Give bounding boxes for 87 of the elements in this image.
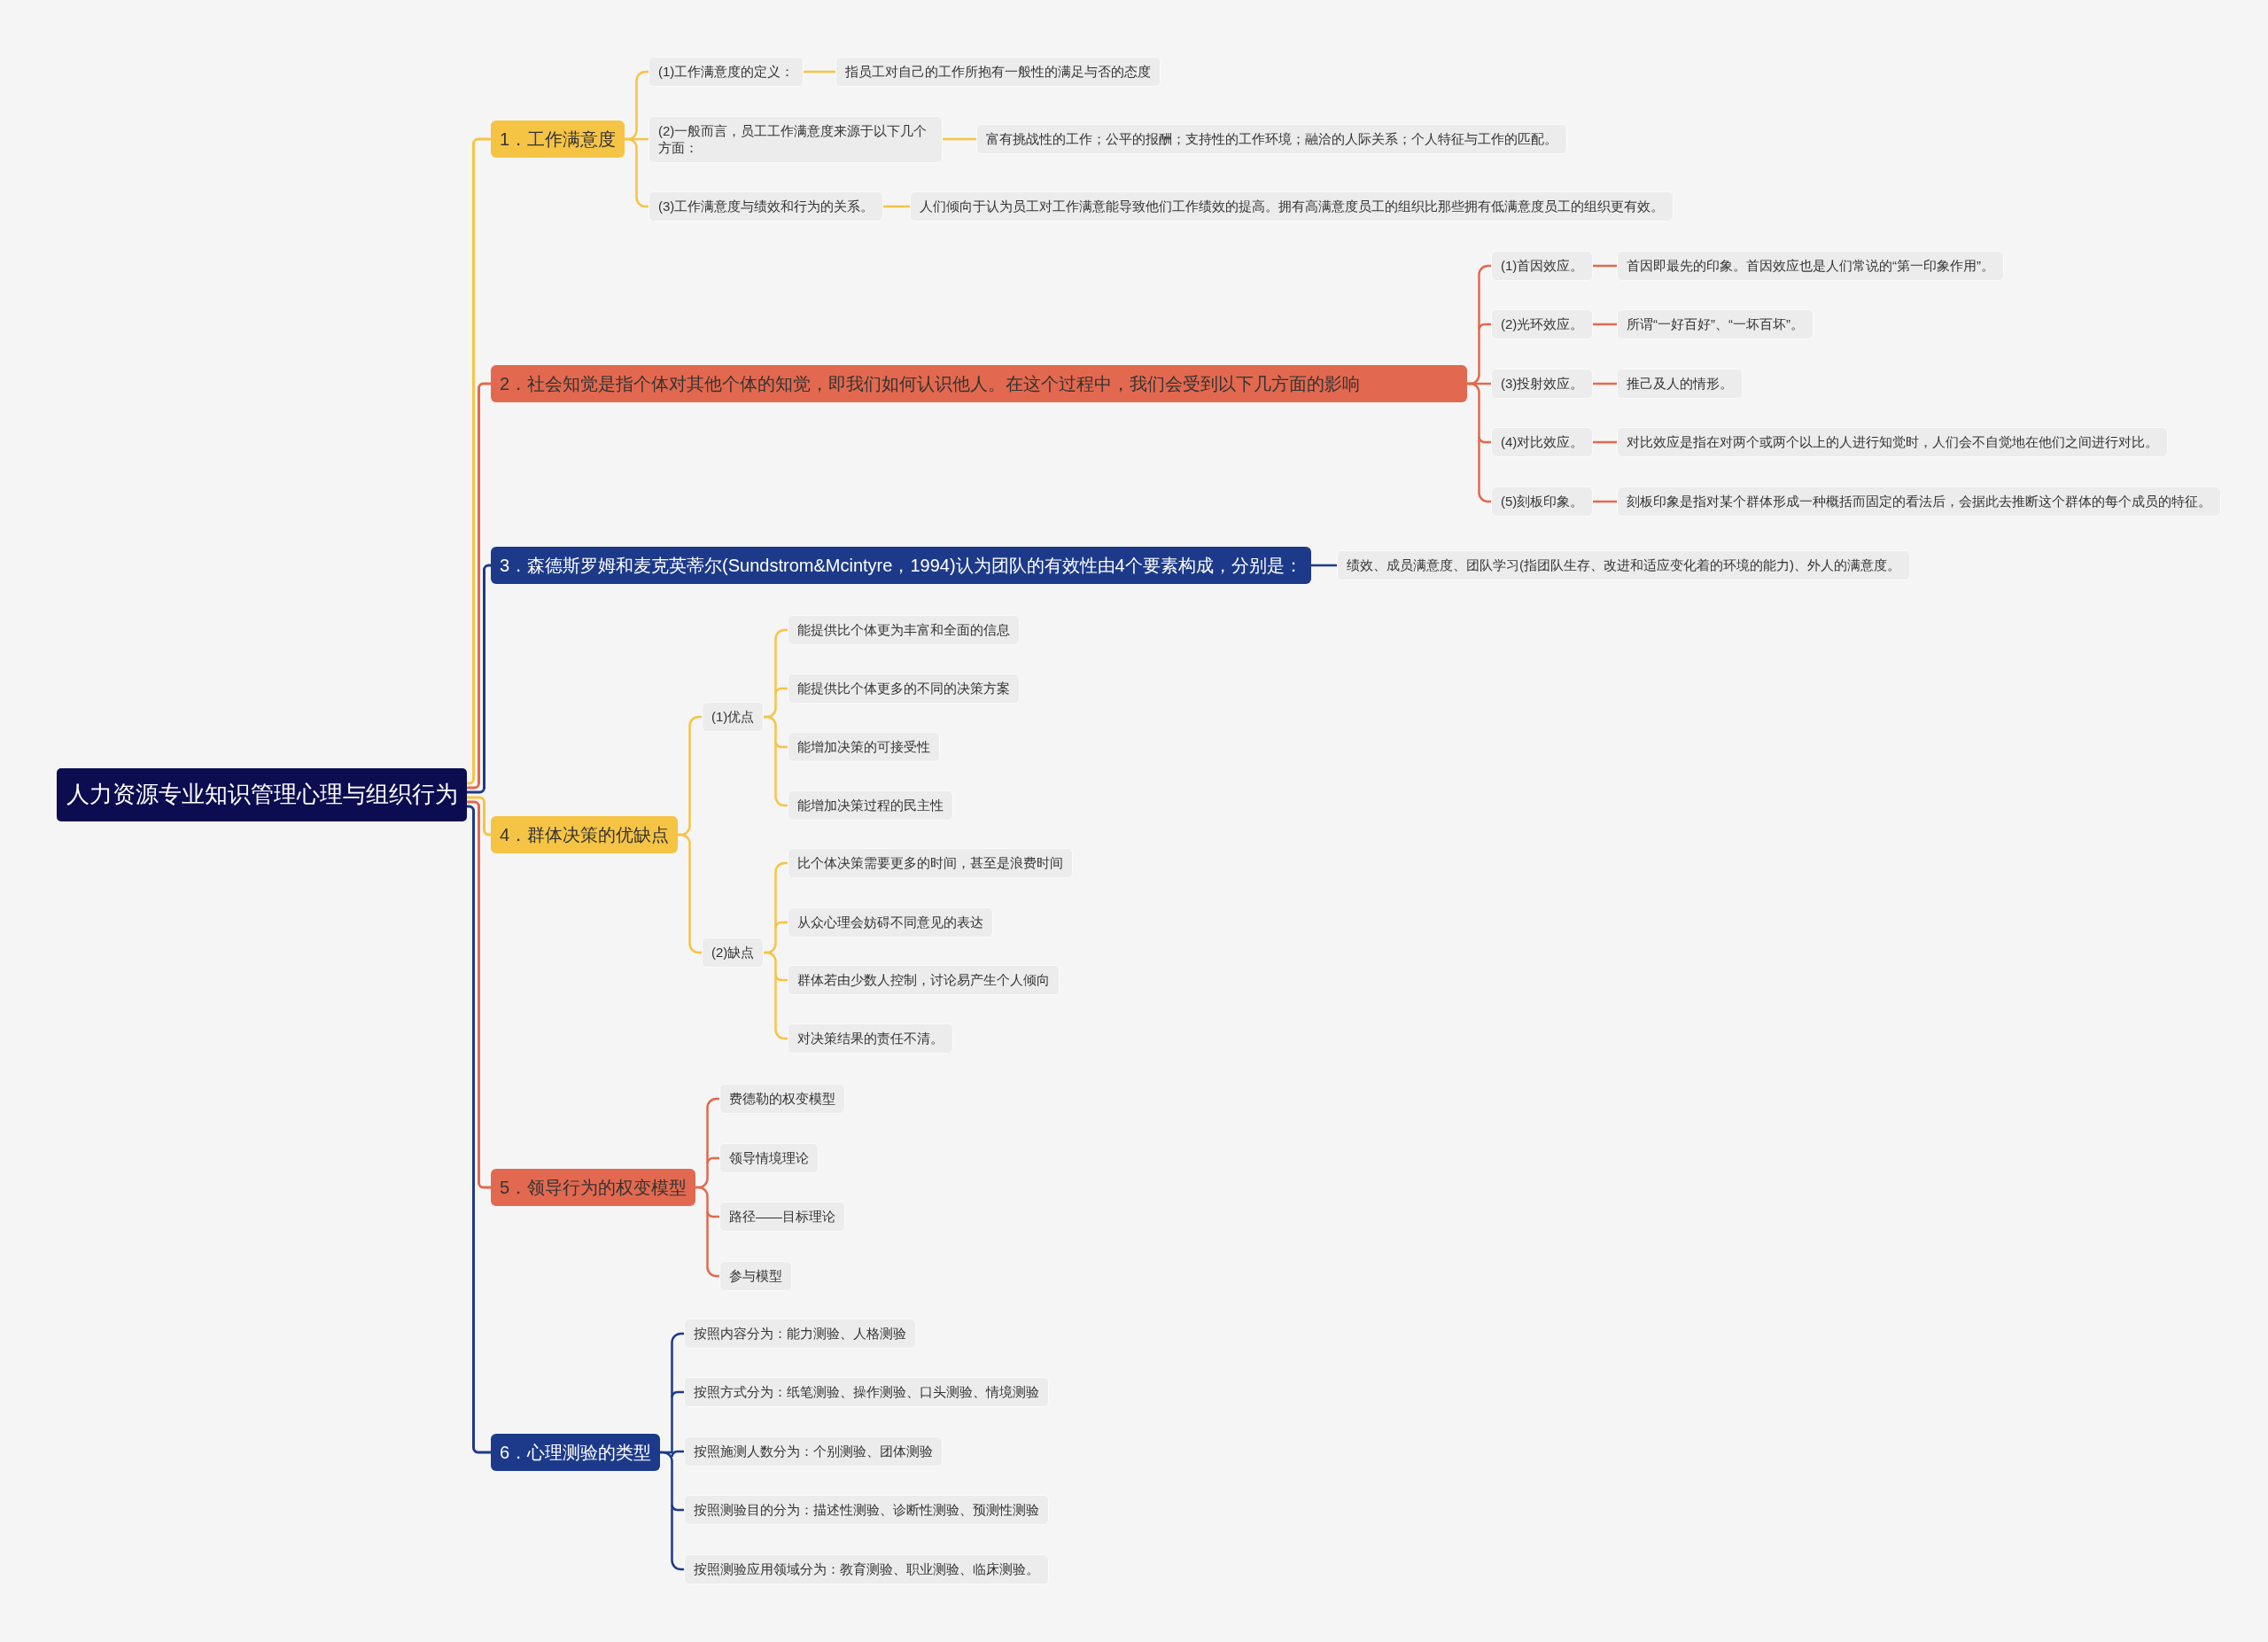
- main-topic: 5．领导行为的权变模型: [491, 1169, 696, 1206]
- branch-line: [943, 137, 976, 141]
- branch-line: [883, 205, 910, 208]
- subtopic: 对比效应是指在对两个或两个以上的人进行知觉时，人们会不自觉地在他们之间进行对比。: [1617, 427, 2168, 457]
- subtopic: (4)对比效应。: [1491, 427, 1594, 457]
- branch-line: [774, 921, 788, 929]
- branch-line: [1593, 500, 1617, 503]
- main-topic: 2．社会知觉是指个体对其他个体的知觉，即我们如何认识他人。在这个过程中，我们会受到以下几方面的影响: [491, 365, 1467, 402]
- branch-line: [1478, 436, 1491, 444]
- subtopic: (5)刻板印象。: [1491, 486, 1594, 517]
- branch-line: [774, 747, 788, 807]
- branch-line: [1593, 323, 1617, 326]
- branch-line: [804, 70, 835, 74]
- branch-line: [671, 1450, 684, 1458]
- branch-line: [1593, 440, 1617, 444]
- subtopic: 按照测验目的分为：描述性测验、诊断性测验、预测性测验: [684, 1495, 1049, 1525]
- subtopic: 富有挑战性的工作；公平的报酬；支持性的工作环境；融洽的人际关系；个人特征与工作的匹配。: [976, 124, 1567, 154]
- subtopic: (1)首因效应。: [1491, 251, 1594, 281]
- subtopic: 所谓“一好百好”、“一坏百坏”。: [1617, 309, 1814, 339]
- subtopic: 按照测验应用领域分为：教育测验、职业测验、临床测验。: [684, 1554, 1049, 1584]
- subtopic: 能提供比个体更为丰富和全面的信息: [788, 615, 1020, 645]
- branch-line: [695, 1186, 709, 1217]
- main-topic: 6．心理测验的类型: [491, 1434, 661, 1471]
- branch-line: [1311, 564, 1337, 567]
- branch-line: [671, 1504, 684, 1512]
- subtopic: 从众心理会妨碍不同意见的表达: [788, 907, 993, 938]
- central-topic: 人力资源专业知识管理心理与组织行为: [57, 768, 467, 821]
- branch-line: [671, 1390, 684, 1398]
- branch-line: [1478, 323, 1491, 331]
- main-topic: 4．群体决策的优缺点: [491, 816, 679, 853]
- subtopic: 推己及人的情形。: [1617, 369, 1743, 399]
- branch-line: [467, 796, 491, 837]
- subtopic: 能提供比个体更多的不同的决策方案: [788, 673, 1020, 704]
- subtopic: 比个体决策需要更多的时间，甚至是浪费时间: [788, 848, 1073, 878]
- branch-line: [706, 1156, 719, 1164]
- main-topic: 3．森德斯罗姆和麦克英蒂尔(Sundstrom&Mcintyre，1994)认为团队的有效性由4个要素构成，分别是：: [491, 547, 1311, 584]
- branch-line: [706, 1217, 719, 1278]
- subtopic: 人们倾向于认为员工对工作满意能导致他们工作绩效的提高。拥有高满意度员工的组织比那些拥有低满意度员工的组织更有效。: [910, 191, 1674, 222]
- subtopic: 能增加决策过程的民主性: [788, 790, 953, 821]
- subtopic: 绩效、成员满意度、团队学习(指团队生存、改进和适应变化着的环境的能力)、外人的满意度。: [1337, 550, 1910, 580]
- branch-line: [1593, 264, 1617, 268]
- subtopic: 能增加决策的可接受性: [788, 732, 940, 762]
- branch-line: [774, 687, 788, 695]
- branch-line: [764, 715, 777, 747]
- branch-line: [678, 833, 702, 954]
- subtopic: 对决策结果的责任不清。: [788, 1023, 953, 1054]
- subtopic: (2)一般而言，员工工作满意度来源于以下几个方面：: [649, 115, 943, 163]
- branch-line: [774, 741, 788, 749]
- subtopic: 费德勒的权变模型: [719, 1084, 845, 1114]
- branch-line: [764, 951, 777, 980]
- branch-line: [466, 137, 491, 785]
- branch-line: [467, 382, 491, 790]
- branch-line: [625, 137, 649, 208]
- branch-line: [774, 861, 788, 922]
- branch-line: [1478, 264, 1491, 324]
- subtopic: (3)投射效应。: [1491, 369, 1594, 399]
- branch-line: [1467, 382, 1480, 442]
- subtopic: 群体若由少数人控制，讨论易产生个人倾向: [788, 965, 1060, 995]
- subtopic: 按照内容分为：能力测验、人格测验: [684, 1319, 916, 1349]
- subtopic: (3)工作满意度与绩效和行为的关系。: [649, 191, 884, 222]
- branch-line: [467, 800, 491, 1189]
- branch-line: [466, 805, 491, 1454]
- branch-line: [467, 564, 491, 794]
- subtopic: 首因即最先的印象。首因效应也是人们常说的“第一印象作用”。: [1617, 251, 2004, 281]
- subtopic: 按照方式分为：纸笔测验、操作测验、口头测验、情境测验: [684, 1377, 1049, 1407]
- subtopic: 路径——目标理论: [719, 1202, 845, 1232]
- branch-line: [1593, 382, 1617, 385]
- main-topic: 1．工作满意度: [491, 121, 625, 158]
- branch-line: [671, 1332, 684, 1392]
- subtopic: (1)优点: [702, 702, 765, 732]
- subtopic: 领导情境理论: [719, 1143, 819, 1173]
- subtopic: (1)工作满意度的定义：: [649, 57, 804, 87]
- branch-line: [706, 1097, 719, 1158]
- branch-line: [671, 1510, 684, 1571]
- branch-line: [706, 1210, 719, 1218]
- subtopic: 刻板印象是指对某个群体形成一种概括而固定的看法后，会据此去推断这个群体的每个成员的特征。: [1617, 486, 2221, 517]
- subtopic: 按照施测人数分为：个别测验、团体测验: [684, 1436, 943, 1467]
- branch-line: [774, 974, 788, 982]
- branch-line: [671, 1392, 673, 1451]
- subtopic: (2)光环效应。: [1491, 309, 1594, 339]
- subtopic: 指员工对自己的工作所抱有一般性的满足与否的态度: [835, 57, 1161, 87]
- subtopic: 参与模型: [719, 1261, 792, 1291]
- branch-line: [1478, 442, 1491, 503]
- branch-line: [660, 1451, 673, 1510]
- subtopic: (2)缺点: [702, 938, 765, 968]
- branch-line: [774, 628, 788, 689]
- branch-line: [774, 980, 788, 1040]
